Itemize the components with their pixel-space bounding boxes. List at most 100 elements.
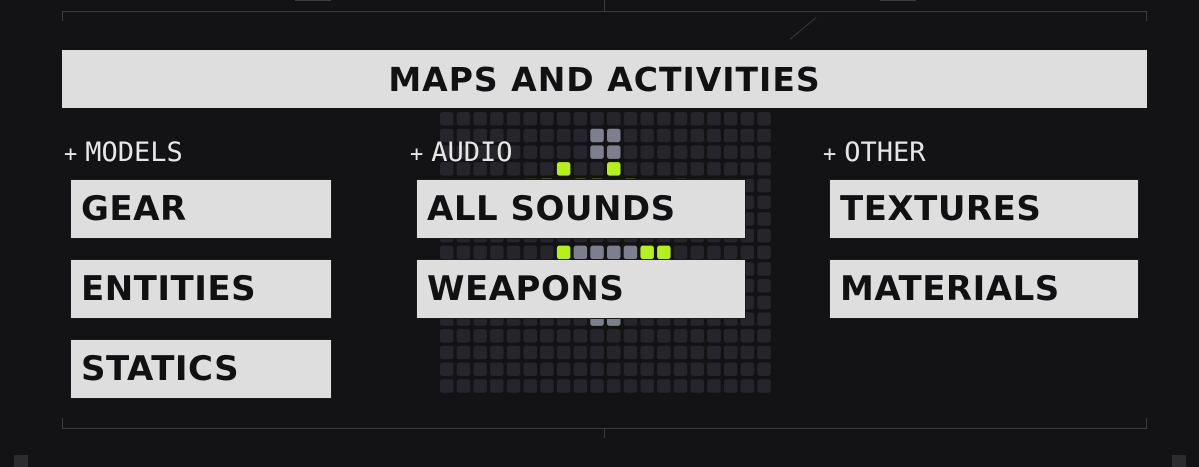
entities-button[interactable]: ENTITIES (70, 259, 332, 319)
pixel-dot (573, 112, 588, 126)
pixel-dot (757, 128, 771, 143)
pixel-dot (657, 329, 671, 343)
pixel-dot (707, 379, 721, 393)
section-label-models: MODELS (85, 137, 183, 168)
pixel-dot (690, 112, 704, 126)
pixel-dot (690, 128, 704, 143)
pixel-dot (506, 379, 521, 393)
pixel-dot (623, 145, 638, 159)
pixel-dot (456, 379, 471, 393)
pixel-dot (523, 362, 537, 376)
pixel-dot (657, 145, 671, 159)
pixel-dot (690, 245, 704, 260)
all-sounds-button[interactable]: ALL SOUNDS (416, 179, 746, 239)
pixel-dot (523, 128, 537, 143)
pixel-dot (673, 362, 688, 376)
section-header-audio: +AUDIO (410, 138, 513, 170)
pixel-dot (657, 162, 671, 176)
pixel-dot (640, 112, 654, 126)
pixel-dot (523, 329, 537, 343)
pixel-dot (673, 329, 688, 343)
pixel-dot (607, 112, 621, 126)
pixel-dot (590, 162, 604, 176)
pixel-dot (523, 162, 537, 176)
pixel-dot (590, 112, 604, 126)
pixel-dot (757, 195, 771, 209)
pixel-dot (490, 145, 504, 159)
pixel-dot (556, 112, 571, 126)
pixel-dot (490, 162, 504, 176)
pixel-dot (440, 145, 454, 159)
pixel-dot (506, 128, 521, 143)
pixel-dot (640, 145, 654, 159)
pixel-dot (757, 228, 771, 243)
pixel-dot (690, 379, 704, 393)
pixel-dot (506, 162, 521, 176)
weapons-button[interactable]: WEAPONS (416, 259, 746, 319)
pixel-dot (623, 128, 638, 143)
pixel-dot (473, 345, 487, 360)
materials-button[interactable]: MATERIALS (829, 259, 1139, 319)
pixel-dot (556, 329, 571, 343)
pixel-dot (473, 379, 487, 393)
pixel-dot (607, 329, 621, 343)
pixel-dot (490, 345, 504, 360)
statics-button[interactable]: STATICS (70, 339, 332, 399)
pixel-dot (690, 329, 704, 343)
pixel-dot (723, 145, 738, 159)
pixel-dot (490, 112, 504, 126)
pixel-dot (757, 112, 771, 126)
pixel-dot (540, 345, 554, 360)
frame-bottom-right-tick (1146, 418, 1147, 428)
pixel-dot (490, 128, 504, 143)
pixel-dot (740, 329, 755, 343)
section-header-models: +MODELS (64, 138, 183, 170)
pixel-dot (523, 245, 537, 260)
pixel-dot (707, 362, 721, 376)
pixel-dot (506, 145, 521, 159)
pixel-dot (573, 379, 588, 393)
pixel-dot (540, 145, 554, 159)
pixel-dot (456, 145, 471, 159)
pixel-dot (690, 345, 704, 360)
pixel-dot (540, 128, 554, 143)
pixel-dot (523, 145, 537, 159)
pixel-dot (757, 279, 771, 293)
pixel-dot (757, 345, 771, 360)
pixel-dot (523, 345, 537, 360)
page-title: MAPS AND ACTIVITIES (62, 50, 1147, 108)
pixel-dot (540, 162, 554, 176)
pixel-dot (757, 162, 771, 176)
pixel-dot (723, 245, 738, 260)
frame-bottom-left-tick (62, 418, 63, 428)
textures-button[interactable]: TEXTURES (829, 179, 1139, 239)
pixel-dot (690, 162, 704, 176)
gear-button[interactable]: GEAR (70, 179, 332, 239)
pixel-dot (556, 145, 571, 159)
pixel-dot (456, 345, 471, 360)
pixel-dot (607, 379, 621, 393)
pixel-dot (657, 362, 671, 376)
pixel-dot (607, 345, 621, 360)
pixel-dot (456, 112, 471, 126)
pixel-dot (757, 245, 771, 260)
section-label-audio: AUDIO (431, 137, 513, 168)
pixel-dot (707, 245, 721, 260)
pixel-dot (707, 162, 721, 176)
pixel-dot (607, 128, 621, 143)
pixel-dot (673, 345, 688, 360)
pixel-dot (490, 379, 504, 393)
pixel-dot (673, 162, 688, 176)
pixel-dot (440, 112, 454, 126)
pixel-dot (607, 162, 621, 176)
pixel-dot (456, 128, 471, 143)
pixel-dot (657, 379, 671, 393)
pixel-dot (757, 178, 771, 193)
pixel-dot (523, 379, 537, 393)
pixel-dot (573, 329, 588, 343)
pixel-dot (673, 145, 688, 159)
pixel-dot (723, 112, 738, 126)
pixel-dot (556, 162, 571, 176)
pixel-dot (506, 345, 521, 360)
